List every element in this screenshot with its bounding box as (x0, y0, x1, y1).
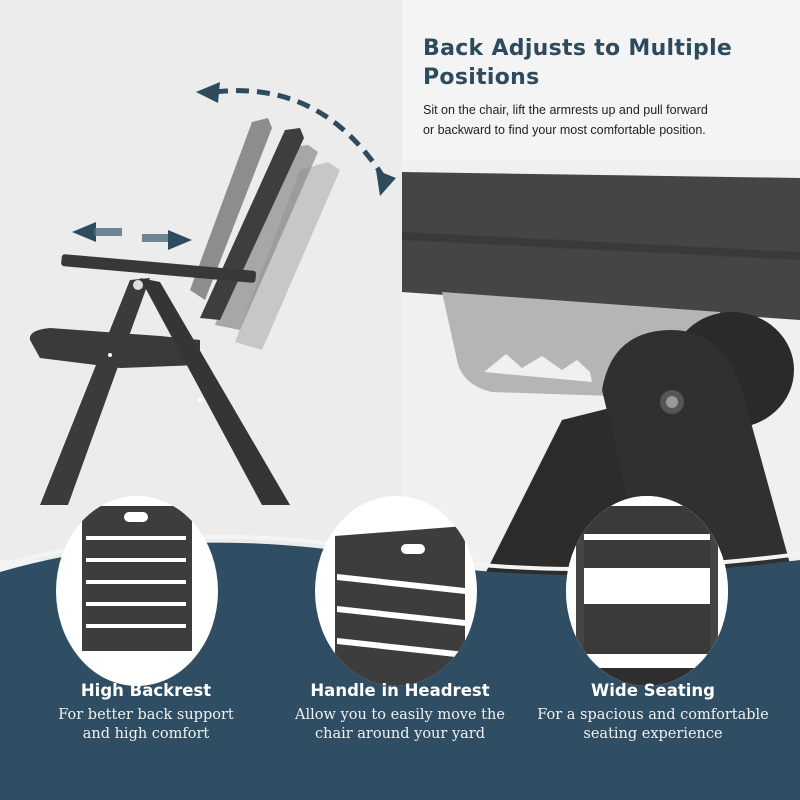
title-line-1: Back Adjusts to Multiple (423, 36, 733, 61)
feature-description-line: seating experience (583, 726, 723, 742)
feature-title: High Backrest (80, 681, 212, 700)
title-line-2: Positions (423, 65, 540, 90)
feature-description-line: For better back support (58, 707, 234, 723)
feature-description-line: Allow you to easily move the (295, 707, 505, 723)
page-title: Back Adjusts to Multiple Positions (423, 34, 783, 92)
feature-image-wide-seating (566, 496, 728, 686)
feature-description-line: chair around your yard (314, 726, 485, 742)
horizontal-double-arrow-icon (72, 222, 192, 250)
feature-description: Allow you to easily move the chair aroun… (270, 706, 530, 744)
feature-title: Wide Seating (591, 681, 715, 700)
feature-title: Handle in Headrest (310, 681, 490, 700)
feature-description: For better back support and high comfort (16, 706, 276, 744)
curved-double-arrow-icon (196, 82, 396, 196)
feature-wide-seating: Wide Seating For a spacious and comforta… (523, 680, 783, 744)
chair-illustration-panel (0, 0, 402, 560)
description-line-1: Sit on the chair, lift the armrests up a… (423, 103, 708, 117)
header-area (402, 0, 800, 165)
feature-description-line: For a spacious and comfortable (537, 707, 769, 723)
feature-description-line: and high comfort (82, 726, 210, 742)
feature-description: For a spacious and comfortable seating e… (523, 706, 783, 744)
reclining-chair-illustration (29, 82, 396, 505)
description-line-2: or backward to find your most comfortabl… (423, 123, 706, 137)
feature-image-handle-in-headrest (315, 496, 477, 686)
page-description: Sit on the chair, lift the armrests up a… (423, 100, 793, 140)
hinge-closeup-photo (402, 160, 800, 600)
feature-image-high-backrest (56, 496, 218, 686)
feature-high-backrest: High Backrest For better back support an… (16, 680, 276, 744)
feature-handle-in-headrest: Handle in Headrest Allow you to easily m… (270, 680, 530, 744)
